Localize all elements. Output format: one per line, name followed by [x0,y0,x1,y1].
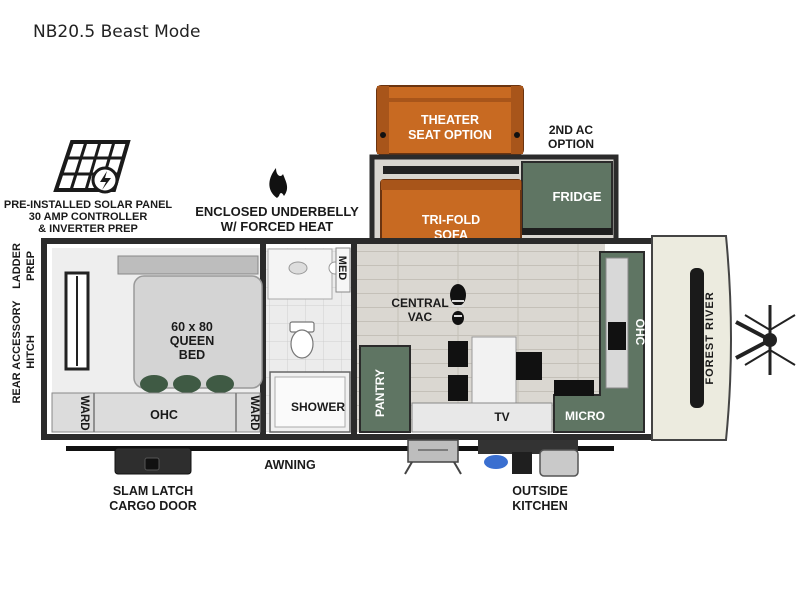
stove [608,322,626,350]
central-vac-line1: CENTRAL [391,296,448,310]
ladder-prep-line2: PREP [25,251,37,281]
awning-bar [66,446,614,451]
theater-label-line2: SEAT OPTION [408,128,492,142]
sink-icon [288,261,308,275]
awning-label: AWNING [264,458,315,472]
bed-label-line2: QUEEN [170,334,214,348]
page-title: NB20.5 Beast Mode [33,22,201,42]
outside-kitchen [478,440,579,477]
solar-label-line2: 30 AMP CONTROLLER [29,211,148,223]
water-hose-icon [484,455,508,469]
solar-label-line1: PRE-INSTALLED SOLAR PANEL [4,199,173,211]
solar-panel-icon [53,140,131,194]
outside-kitchen-line2: KITCHEN [512,499,568,513]
central-vac-line2: VAC [408,310,433,324]
micro-label: MICRO [565,409,605,423]
theater-seat-option: THEATER SEAT OPTION [376,85,524,155]
cargo-label-line1: SLAM LATCH [113,484,193,498]
underbelly-label-line2: W/ FORCED HEAT [221,219,333,234]
ac-option-line2: OPTION [548,137,594,151]
fridge [521,161,613,235]
ward-left-label: WARD [78,395,90,430]
ac-option-line1: 2ND AC [549,123,594,137]
outside-kitchen-line1: OUTSIDE [512,484,568,498]
solar-label-line3: & INVERTER PREP [38,223,138,235]
med-cabinet-label: MED [336,256,348,281]
cargo-label-line2: CARGO DOOR [109,499,197,513]
bathroom: MED SHOWER [267,247,351,433]
shower-label: SHOWER [291,400,345,414]
pantry-label: PANTRY [373,369,387,417]
pantry [359,345,411,433]
ladder-prep-line1: LADDER [11,243,23,289]
grill-icon [539,449,579,477]
living-area: CENTRAL VAC PANTRY TV MICRO OHC [359,251,647,433]
pillow [173,375,201,393]
theater-label-line1: THEATER [421,113,479,127]
front-cap: FOREST RIVER [651,235,796,441]
pillow [140,375,168,393]
rear-hitch-line1: REAR ACCESSORY [11,300,23,404]
bedroom: 60 x 80 QUEEN BED WARD OHC WARD [51,255,263,433]
boot-print-icon [450,284,466,325]
underbelly-label-line1: ENCLOSED UNDERBELLY [195,204,359,219]
rear-hitch-line2: HITCH [25,335,37,369]
cargo-door [114,447,192,475]
flame-icon [269,168,288,198]
pillow [206,375,234,393]
toilet-icon [289,321,315,359]
ward-right-label: WARD [248,395,260,430]
ohc-bed-label: OHC [150,408,178,422]
bed-label-line3: BED [179,348,205,362]
brand-logo-text: FOREST RIVER [704,291,716,384]
sofa-label-line1: TRI-FOLD [422,213,480,227]
entry-steps [404,439,462,475]
tri-fold-sofa: TRI-FOLD SOFA [380,179,522,249]
fridge-label: FRIDGE [552,189,601,204]
slide-out: FRIDGE TRI-FOLD SOFA [369,154,619,249]
ohc-front-label: OHC [633,319,647,346]
tv-label: TV [494,410,509,424]
bed-label-line1: 60 x 80 [171,320,213,334]
